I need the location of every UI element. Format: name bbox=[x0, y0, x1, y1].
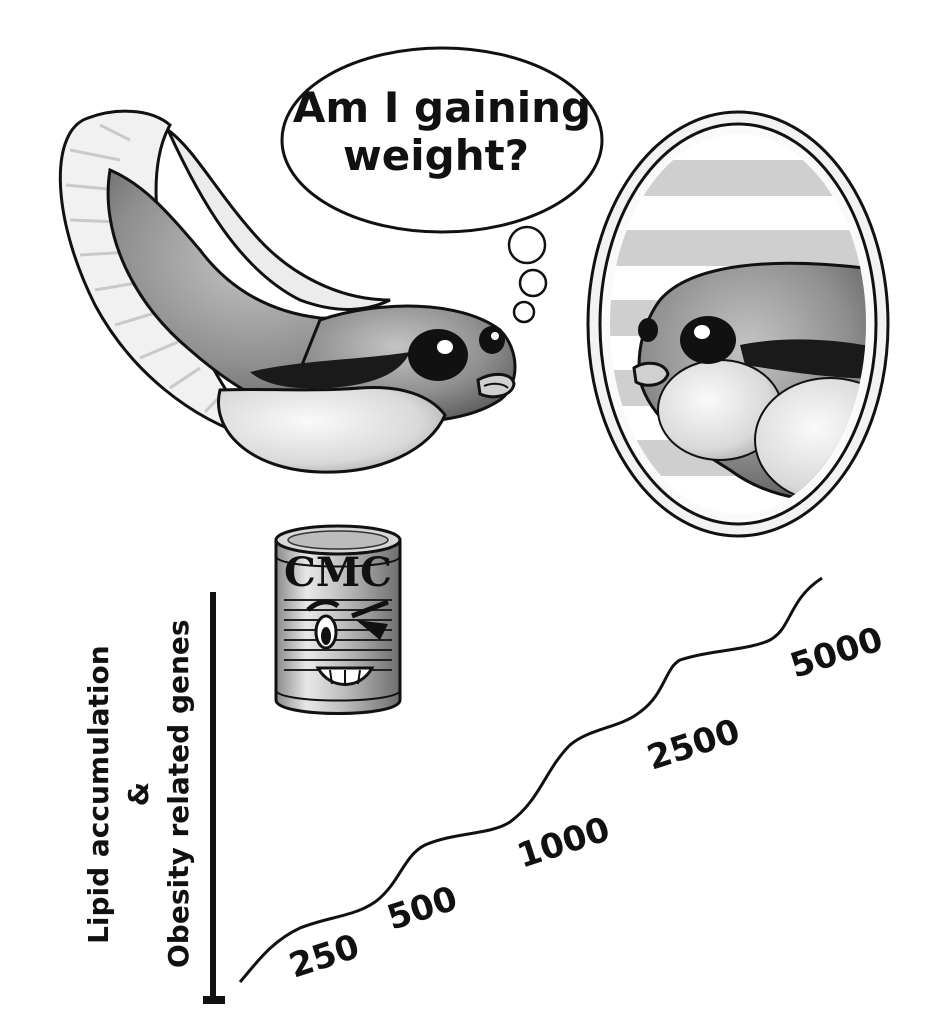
y-axis bbox=[203, 592, 225, 1004]
thought-bubble: Am I gaining weight? bbox=[280, 46, 604, 324]
trend-line bbox=[238, 576, 823, 983]
mirror bbox=[586, 110, 890, 538]
mirror-reflection bbox=[610, 134, 866, 514]
can-label: CMC bbox=[284, 549, 392, 596]
cmc-can: CMC bbox=[274, 524, 402, 715]
zebrafish-larva bbox=[58, 109, 517, 474]
dose-label: 2500 bbox=[642, 711, 744, 778]
dose-label: 500 bbox=[382, 879, 462, 939]
can-face bbox=[306, 599, 389, 686]
axis-label-line-3: Obesity related genes bbox=[162, 619, 195, 968]
axis-label-line-2: & bbox=[122, 782, 155, 806]
y-axis-label: Lipid accumulation & Obesity related gen… bbox=[82, 619, 195, 968]
thought-line-2: weight? bbox=[343, 131, 529, 180]
dose-label: 250 bbox=[284, 927, 364, 987]
axis-label-line-1: Lipid accumulation bbox=[82, 645, 115, 944]
dose-label: 5000 bbox=[785, 619, 887, 686]
thought-line-1: Am I gaining bbox=[293, 83, 591, 132]
dose-label: 1000 bbox=[512, 809, 614, 876]
